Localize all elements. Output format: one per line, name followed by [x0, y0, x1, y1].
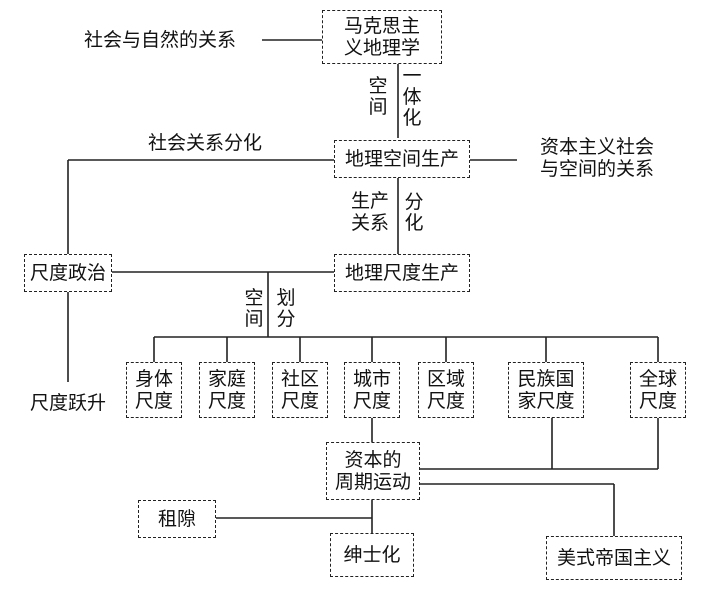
label-differentiation: 分化 — [404, 191, 424, 234]
node-scale-politics: 尺度政治 — [24, 254, 112, 292]
label-integration: 一体化 — [402, 65, 422, 129]
node-community-scale: 社区尺度 — [272, 362, 328, 418]
label-scale-jumping: 尺度跃升 — [30, 392, 107, 414]
label-society-nature: 社会与自然的关系 — [84, 29, 237, 51]
label-production-relations: 生产关系 — [350, 190, 389, 234]
node-capital-cycle: 资本的周期运动 — [326, 442, 420, 500]
node-global-scale: 全球尺度 — [630, 362, 686, 418]
label-space-top: 空间 — [368, 75, 388, 118]
node-family-scale: 家庭尺度 — [199, 362, 255, 418]
node-city-scale: 城市尺度 — [344, 362, 400, 418]
node-marxist-geography: 马克思主义地理学 — [322, 10, 442, 64]
node-nation-state-scale: 民族国家尺度 — [508, 362, 584, 418]
label-division: 划分 — [276, 287, 296, 330]
label-capitalist-society-space: 资本主义社会与空间的关系 — [539, 136, 654, 180]
node-regional-scale: 区域尺度 — [418, 362, 474, 418]
node-rent-gap: 租隙 — [138, 500, 216, 538]
label-space-middle: 空间 — [244, 287, 264, 330]
node-gentrification: 绅士化 — [330, 533, 414, 577]
node-body-scale: 身体尺度 — [126, 362, 182, 418]
label-social-relation-differentiation: 社会关系分化 — [148, 132, 263, 154]
node-geo-space-production: 地理空间生产 — [334, 140, 470, 178]
node-american-imperialism: 美式帝国主义 — [546, 536, 682, 580]
node-geo-scale-production: 地理尺度生产 — [334, 254, 470, 292]
